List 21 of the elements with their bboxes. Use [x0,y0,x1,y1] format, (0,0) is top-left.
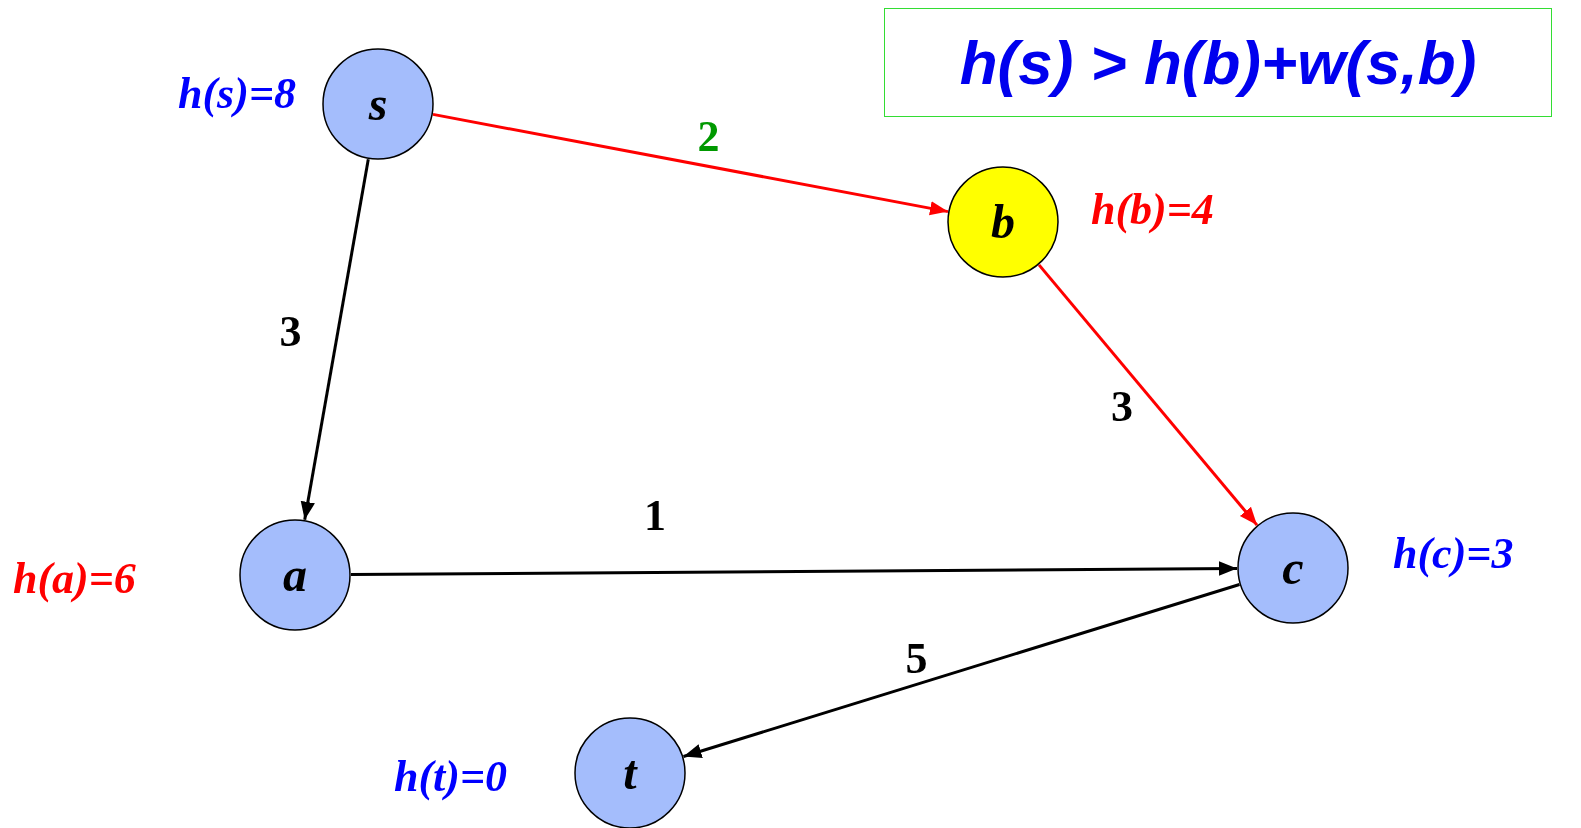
node-label: t [623,749,637,797]
heuristic-label: h(a)=6 [13,557,137,601]
arrow [300,158,370,521]
heuristic-label: h(b)=4 [1091,188,1214,232]
formula-box [884,8,1552,117]
node-label: a [283,551,307,599]
edge-label: 1 [644,493,666,538]
node-label: c [1282,544,1304,592]
edge-label: 3 [1111,385,1133,429]
edge-label: 5 [905,636,928,681]
arrow [683,583,1240,759]
arrow [432,112,949,216]
node-label: b [991,198,1015,246]
heuristic-label: h(c)=3 [1393,532,1514,576]
heuristic-label: h(s)=8 [178,72,297,116]
edge-label: 3 [279,309,302,354]
arrow [351,561,1237,577]
heuristic-label: h(t)=0 [394,755,509,799]
arrow [1037,263,1259,527]
node-label: s [368,80,388,128]
edge-label: 2 [697,115,720,159]
